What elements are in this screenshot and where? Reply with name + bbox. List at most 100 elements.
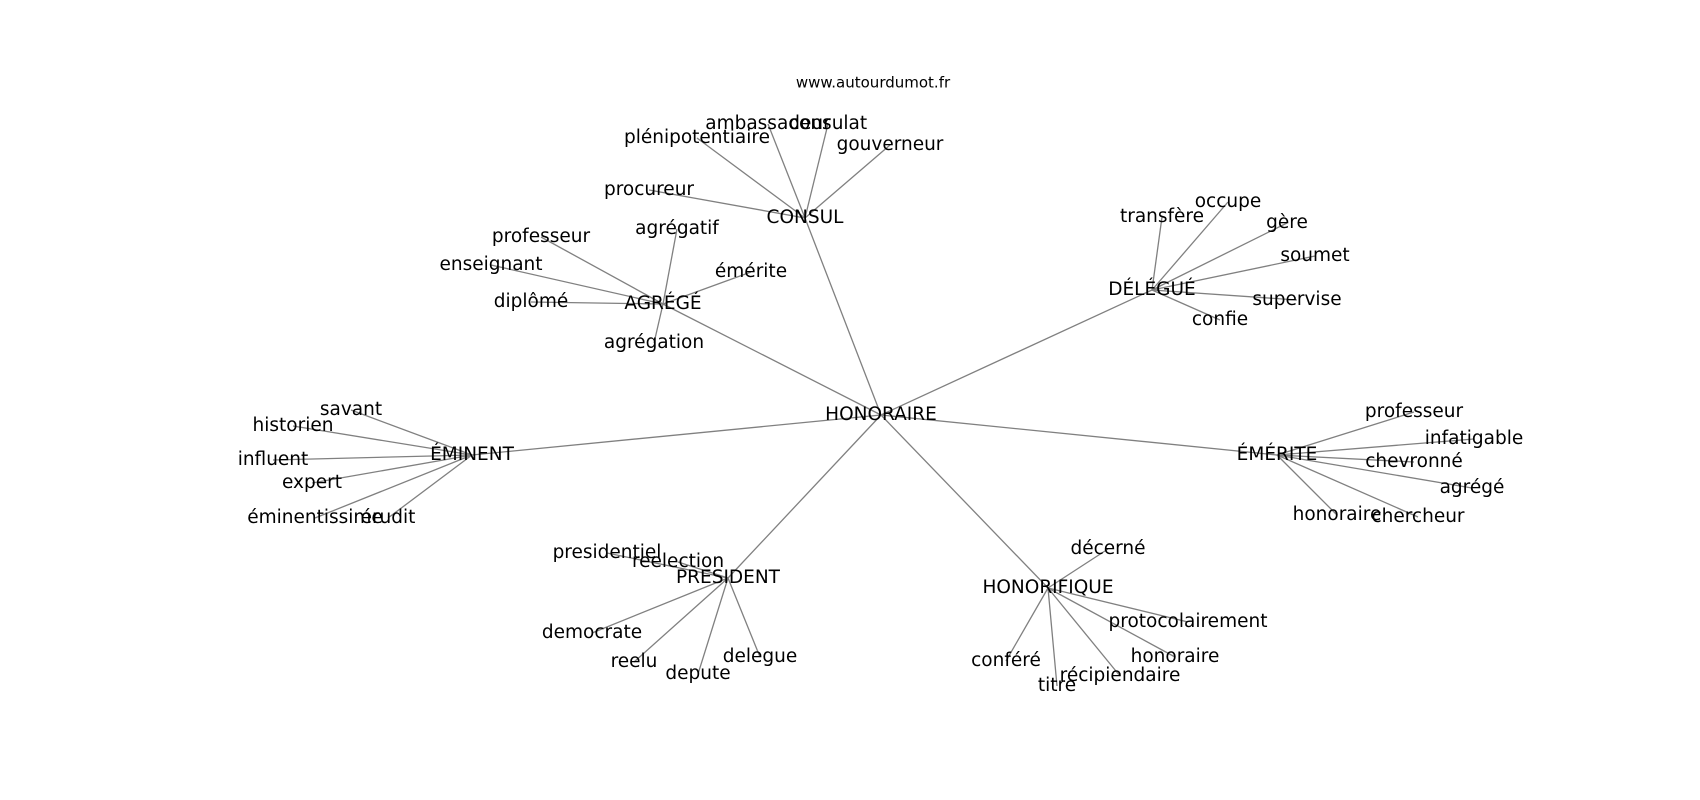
edge-president-leaf	[633, 577, 729, 663]
leaf-node-president[interactable]: democrate	[542, 622, 642, 643]
edge-emerite-leaf	[1276, 438, 1475, 456]
edge-root-to-delegue	[880, 289, 1153, 416]
leaf-node-emerite[interactable]: professeur	[1365, 401, 1464, 422]
leaf-node-agrege[interactable]: diplômé	[494, 291, 569, 312]
cluster-node-consul[interactable]: CONSUL	[767, 207, 845, 228]
edge-honorifique-leaf	[1047, 587, 1121, 677]
leaf-node-emerite[interactable]: chevronné	[1365, 451, 1463, 472]
edge-honorifique-leaf	[1047, 548, 1109, 589]
cluster-node-president[interactable]: PRESIDENT	[676, 567, 781, 588]
leaf-node-delegue[interactable]: soumet	[1280, 245, 1349, 266]
edge-consul-leaf	[696, 137, 806, 219]
cluster-node-delegue[interactable]: DÉLÉGUÉ	[1108, 278, 1196, 300]
edge-honorifique-leaf	[1005, 587, 1049, 662]
leaf-node-eminent[interactable]: érudit	[361, 507, 416, 528]
leaf-node-emerite[interactable]: agrégé	[1440, 477, 1505, 498]
leaf-node-honorifique[interactable]: titre	[1038, 675, 1076, 696]
leaf-node-honorifique[interactable]: honoraire	[1131, 646, 1220, 667]
edge-president-leaf	[606, 552, 729, 579]
edge-agrege-leaf	[490, 264, 664, 305]
edge-president-leaf	[677, 561, 729, 579]
leaf-node-eminent[interactable]: historien	[253, 415, 334, 436]
leaf-node-delegue[interactable]: transfère	[1120, 206, 1204, 227]
leaf-node-emerite[interactable]: chercheur	[1371, 506, 1464, 527]
edge-root-to-eminent	[471, 414, 882, 456]
leaf-node-delegue[interactable]: gère	[1266, 212, 1308, 233]
leaf-node-president[interactable]: delegue	[723, 646, 798, 667]
edge-agrege-leaf	[540, 236, 664, 305]
edge-honorifique-leaf	[1047, 587, 1176, 658]
edge-root-to-emerite	[880, 414, 1278, 456]
leaf-node-consul[interactable]: gouverneur	[837, 134, 944, 155]
leaf-node-president[interactable]: reelu	[611, 651, 658, 672]
leaf-node-honorifique[interactable]: conféré	[971, 650, 1041, 671]
edge-eminent-leaf	[272, 454, 473, 461]
edge-delegue-leaf	[1151, 289, 1221, 321]
edge-honorifique-leaf	[1047, 587, 1058, 687]
edge-agrege-leaf	[662, 271, 752, 305]
edge-emerite-leaf	[1276, 411, 1415, 456]
leaf-node-consul[interactable]: procureur	[604, 179, 694, 200]
edge-agrege-leaf	[530, 301, 664, 305]
site-watermark: www.autourdumot.fr	[796, 74, 951, 92]
edge-consul-leaf	[804, 123, 829, 219]
edge-delegue-leaf	[1151, 289, 1298, 301]
edge-root-to-consul	[804, 217, 882, 416]
leaf-node-eminent[interactable]: influent	[238, 449, 309, 470]
edge-delegue-leaf	[1151, 222, 1288, 291]
edge-honorifique-leaf	[1047, 587, 1189, 623]
edge-delegue-leaf	[1151, 255, 1316, 291]
cluster-node-eminent[interactable]: ÉMINENT	[430, 443, 514, 465]
edge-root-to-president	[727, 414, 882, 579]
leaf-node-eminent[interactable]: savant	[320, 399, 382, 420]
leaf-node-emerite[interactable]: infatigable	[1425, 428, 1523, 449]
leaf-node-consul[interactable]: ambassadeur	[705, 113, 831, 134]
leaf-node-president[interactable]: reelection	[632, 551, 724, 572]
edge-consul-leaf	[648, 189, 806, 219]
edge-emerite-leaf	[1276, 454, 1473, 489]
leaf-node-delegue[interactable]: confie	[1192, 309, 1248, 330]
leaf-node-consul[interactable]: plénipotentiaire	[624, 127, 770, 148]
edge-president-leaf	[591, 577, 729, 634]
edge-agrege-leaf	[662, 228, 678, 305]
edge-president-leaf	[727, 577, 761, 658]
edge-agrege-leaf	[653, 303, 664, 344]
cluster-node-emerite[interactable]: ÉMÉRITE	[1237, 443, 1318, 465]
edge-consul-leaf	[767, 123, 806, 219]
edge-president-leaf	[697, 577, 729, 675]
leaf-node-consul[interactable]: consulat	[789, 113, 867, 134]
leaf-node-honorifique[interactable]: protocolairement	[1109, 611, 1268, 632]
leaf-node-honorifique[interactable]: décerné	[1070, 538, 1145, 559]
leaf-node-president[interactable]: presidentiel	[553, 542, 662, 563]
cluster-node-honorifique[interactable]: HONORIFIQUE	[982, 577, 1113, 598]
graph-edges	[272, 123, 1475, 687]
leaf-node-agrege[interactable]: enseignant	[439, 254, 542, 275]
cluster-node-agrege[interactable]: AGRÉGÉ	[624, 292, 701, 314]
edge-root-to-honorifique	[880, 414, 1049, 589]
edge-delegue-leaf	[1151, 201, 1229, 291]
root-node-label[interactable]: HONORAIRE	[825, 404, 937, 425]
leaf-node-delegue[interactable]: occupe	[1195, 191, 1262, 212]
edge-eminent-leaf	[311, 454, 473, 484]
leaf-node-eminent[interactable]: éminentissime	[247, 507, 383, 528]
leaf-node-agrege[interactable]: professeur	[492, 226, 591, 247]
edge-eminent-leaf	[387, 454, 473, 519]
edge-eminent-leaf	[292, 425, 473, 456]
edge-emerite-leaf	[1276, 454, 1415, 463]
leaf-node-delegue[interactable]: supervise	[1252, 289, 1341, 310]
edge-consul-leaf	[804, 144, 891, 219]
leaf-node-agrege[interactable]: émérite	[715, 261, 787, 282]
edge-delegue-leaf	[1151, 216, 1163, 291]
edge-eminent-leaf	[314, 454, 473, 519]
edge-eminent-leaf	[350, 409, 473, 456]
leaf-node-eminent[interactable]: expert	[282, 472, 342, 493]
leaf-node-president[interactable]: depute	[665, 663, 730, 684]
leaf-node-emerite[interactable]: honoraire	[1293, 504, 1382, 525]
leaf-node-agrege[interactable]: agrégation	[604, 332, 704, 353]
edge-root-to-agrege	[662, 303, 882, 416]
edge-emerite-leaf	[1276, 454, 1338, 516]
leaf-node-agrege[interactable]: agrégatif	[635, 218, 719, 239]
leaf-node-honorifique[interactable]: récipiendaire	[1060, 665, 1181, 686]
edge-emerite-leaf	[1276, 454, 1419, 518]
